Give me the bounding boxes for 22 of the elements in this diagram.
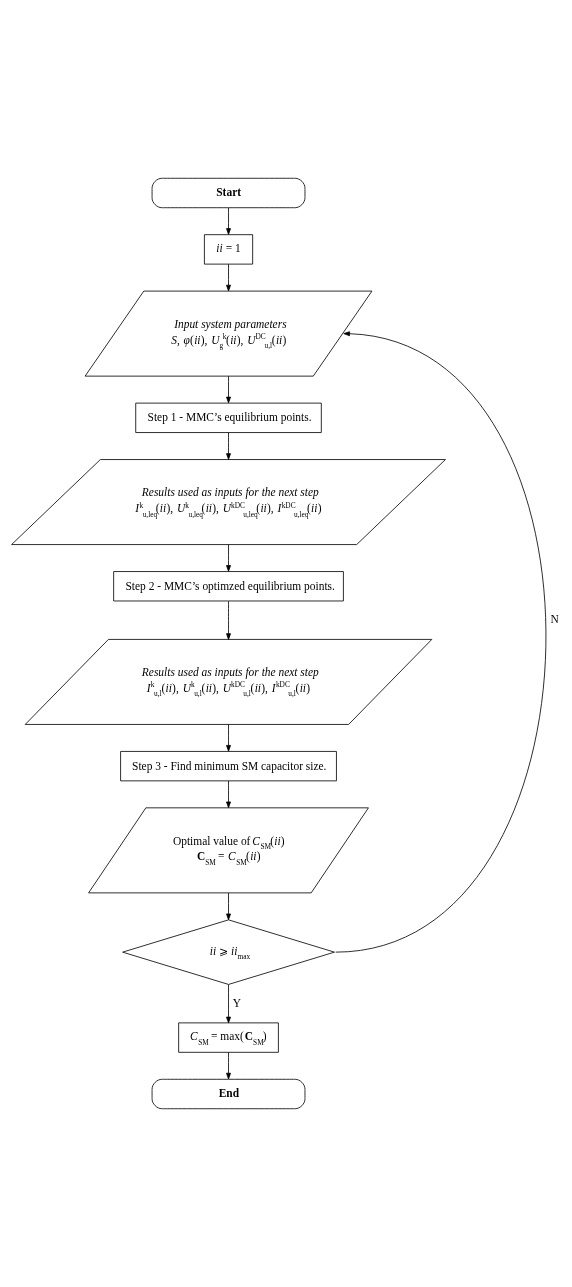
arrow (226, 263, 231, 292)
arrow (226, 780, 231, 809)
arrow (226, 432, 231, 460)
arrow (226, 984, 231, 1024)
arrow (226, 544, 231, 572)
arrow (335, 331, 547, 953)
arrow (226, 600, 231, 640)
arrow (226, 1052, 231, 1080)
node-diamond: ii ⩾ ii$_{max}$ (122, 919, 335, 985)
node-box: ii = 1 (204, 234, 254, 265)
arrow (226, 892, 231, 921)
edge-label: Y (232, 996, 242, 1009)
node-box: Step 2 - MMC’s optimzed equilibrium points. (113, 571, 344, 602)
edge-label: N (550, 613, 559, 626)
node-box: Step 3 - Find minimum SM capacitor size. (120, 751, 337, 782)
node-box: C$_{SM}$ = max(C$_{SM}$) (178, 1022, 279, 1053)
arrow (226, 724, 231, 752)
arrow (226, 207, 231, 235)
node-box: Step 1 - MMC’s equilibrium points. (135, 402, 322, 433)
arrow (226, 375, 231, 404)
node-box: End (151, 1078, 306, 1110)
node-box: Start (151, 177, 306, 209)
